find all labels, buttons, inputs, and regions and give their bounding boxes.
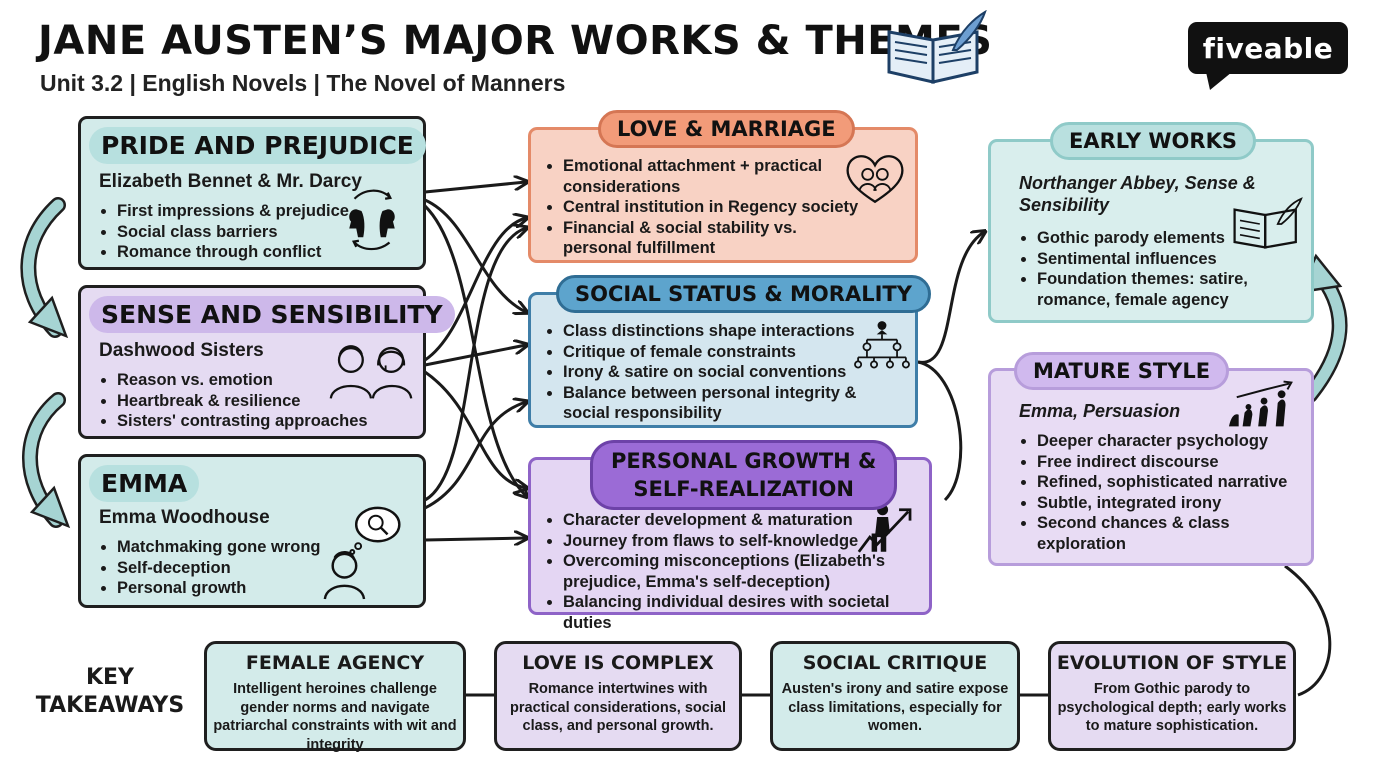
label-line: TAKEAWAYS bbox=[35, 693, 185, 718]
stage-card-early-works: Northanger Abbey, Sense & Sensibility Go… bbox=[988, 139, 1314, 323]
takeaway-title: LOVE IS COMPLEX bbox=[522, 652, 714, 674]
novel-title: PRIDE AND PREJUDICE bbox=[89, 127, 426, 164]
theme-title-line: SELF-REALIZATION bbox=[633, 477, 854, 501]
novel-title: SENSE AND SENSIBILITY bbox=[89, 296, 455, 333]
hierarchy-icon bbox=[854, 321, 910, 369]
bullet-item: Personal growth bbox=[117, 578, 347, 599]
bullet-item: Free indirect discourse bbox=[1037, 452, 1307, 473]
bullet-item: Subtle, integrated irony bbox=[1037, 493, 1307, 514]
bullet-item: Journey from flaws to self-knowledge bbox=[563, 531, 933, 552]
bullet-item: Reason vs. emotion bbox=[117, 370, 397, 391]
theme-title-line: PERSONAL GROWTH & bbox=[611, 449, 877, 473]
novel-title: EMMA bbox=[89, 465, 200, 502]
novel-characters: Dashwood Sisters bbox=[99, 340, 264, 361]
novel-card-emma: EMMA Emma Woodhouse Matchmaking gone wro… bbox=[78, 454, 426, 608]
stage-bullets: Gothic parody elements Sentimental influ… bbox=[1019, 228, 1277, 310]
fiveable-logo: fiveable bbox=[1188, 22, 1348, 74]
takeaway-text: From Gothic parody to psychological dept… bbox=[1057, 681, 1287, 734]
theme-bullets: Class distinctions shape interactions Cr… bbox=[545, 321, 883, 424]
takeaway-text: Romance intertwines with practical consi… bbox=[510, 681, 726, 734]
bullet-item: Social class barriers bbox=[117, 222, 367, 243]
thinking-woman-icon bbox=[323, 506, 401, 600]
logo-speech-tail bbox=[1206, 72, 1232, 90]
theme-title: SOCIAL STATUS & MORALITY bbox=[556, 275, 931, 313]
takeaway-title: SOCIAL CRITIQUE bbox=[802, 652, 988, 674]
label-line: KEY bbox=[85, 665, 134, 690]
theme-bullets: Emotional attachment + practical conside… bbox=[545, 156, 863, 259]
page-title: JANE AUSTEN’S MAJOR WORKS & THEMES bbox=[38, 18, 993, 64]
theme-title: PERSONAL GROWTH & SELF-REALIZATION bbox=[590, 440, 898, 510]
book-and-quill-icon bbox=[887, 10, 987, 84]
stage-works: Emma, Persuasion bbox=[1019, 401, 1181, 421]
takeaway-title: EVOLUTION OF STYLE bbox=[1056, 652, 1288, 674]
bullet-item: Matchmaking gone wrong bbox=[117, 537, 347, 558]
takeaway-text: Austen's irony and satire expose class l… bbox=[781, 681, 1009, 734]
novel-bullets: First impressions & prejudice Social cla… bbox=[99, 201, 367, 263]
theme-title: LOVE & MARRIAGE bbox=[598, 110, 855, 148]
bullet-item: Romance through conflict bbox=[117, 242, 367, 263]
bullet-item: Deeper character psychology bbox=[1037, 431, 1307, 452]
page-subtitle: Unit 3.2 | English Novels | The Novel of… bbox=[40, 70, 566, 96]
stage-title: EARLY WORKS bbox=[1050, 122, 1256, 160]
two-sisters-icon bbox=[329, 345, 413, 399]
bullet-item: Emotional attachment + practical conside… bbox=[563, 156, 863, 197]
theme-bullets: Character development & maturation Journ… bbox=[545, 510, 933, 633]
bullet-item: Critique of female constraints bbox=[563, 342, 883, 363]
stage-bullets: Deeper character psychology Free indirec… bbox=[1019, 431, 1307, 554]
bullet-item: Self-deception bbox=[117, 558, 347, 579]
bullet-item: Financial & social stability vs. persona… bbox=[563, 218, 863, 259]
key-takeaways-label: KEY TAKEAWAYS bbox=[30, 664, 190, 720]
takeaway-text: Intelligent heroines challenge gender no… bbox=[213, 681, 457, 753]
stage-title: MATURE STYLE bbox=[1014, 352, 1230, 390]
bullet-item: Sentimental influences bbox=[1037, 249, 1277, 270]
takeaway-card-social-critique: SOCIAL CRITIQUE Austen's irony and satir… bbox=[770, 641, 1020, 751]
novel-characters: Emma Woodhouse bbox=[99, 507, 270, 528]
bullet-item: Refined, sophisticated narrative bbox=[1037, 472, 1307, 493]
novel-card-sense-and-sensibility: SENSE AND SENSIBILITY Dashwood Sisters R… bbox=[78, 285, 455, 439]
theme-card-social-status: Class distinctions shape interactions Cr… bbox=[528, 292, 918, 428]
bullet-item: Balancing individual desires with societ… bbox=[563, 592, 933, 633]
two-profiles-icon bbox=[349, 189, 395, 251]
takeaway-card-female-agency: FEMALE AGENCY Intelligent heroines chall… bbox=[204, 641, 466, 753]
bullet-item: Heartbreak & resilience bbox=[117, 391, 397, 412]
bullet-item: Class distinctions shape interactions bbox=[563, 321, 883, 342]
stage-card-mature-style: Emma, Persuasion Deeper character psycho… bbox=[988, 368, 1314, 566]
open-book-icon bbox=[1233, 197, 1303, 249]
novel-card-pride-and-prejudice: PRIDE AND PREJUDICE Elizabeth Bennet & M… bbox=[78, 116, 426, 270]
heart-couple-icon bbox=[846, 155, 904, 204]
bullet-item: Central institution in Regency society bbox=[563, 197, 863, 218]
bullet-item: First impressions & prejudice bbox=[117, 201, 367, 222]
bullet-item: Character development & maturation bbox=[563, 510, 933, 531]
bullet-item: Irony & satire on social conventions bbox=[563, 362, 883, 383]
evolution-icon bbox=[1228, 380, 1293, 427]
bullet-item: Overcoming misconceptions (Elizabeth's p… bbox=[563, 551, 933, 592]
stage-works: Northanger Abbey, Sense & Sensibility bbox=[1019, 173, 1256, 215]
novel-bullets: Matchmaking gone wrong Self-deception Pe… bbox=[99, 537, 347, 599]
bullet-item: Sisters' contrasting approaches bbox=[117, 411, 397, 432]
takeaway-card-evolution-style: EVOLUTION OF STYLE From Gothic parody to… bbox=[1048, 641, 1296, 751]
novel-characters: Elizabeth Bennet & Mr. Darcy bbox=[99, 171, 362, 192]
bullet-item: Foundation themes: satire, romance, fema… bbox=[1037, 269, 1277, 310]
theme-card-love-marriage: Emotional attachment + practical conside… bbox=[528, 127, 918, 263]
bullet-item: Second chances & class exploration bbox=[1037, 513, 1307, 554]
takeaway-title: FEMALE AGENCY bbox=[245, 652, 425, 674]
novel-bullets: Reason vs. emotion Heartbreak & resilien… bbox=[99, 370, 397, 432]
bullet-item: Gothic parody elements bbox=[1037, 228, 1277, 249]
takeaway-card-love-complex: LOVE IS COMPLEX Romance intertwines with… bbox=[494, 641, 742, 751]
bullet-item: Balance between personal integrity & soc… bbox=[563, 383, 883, 424]
